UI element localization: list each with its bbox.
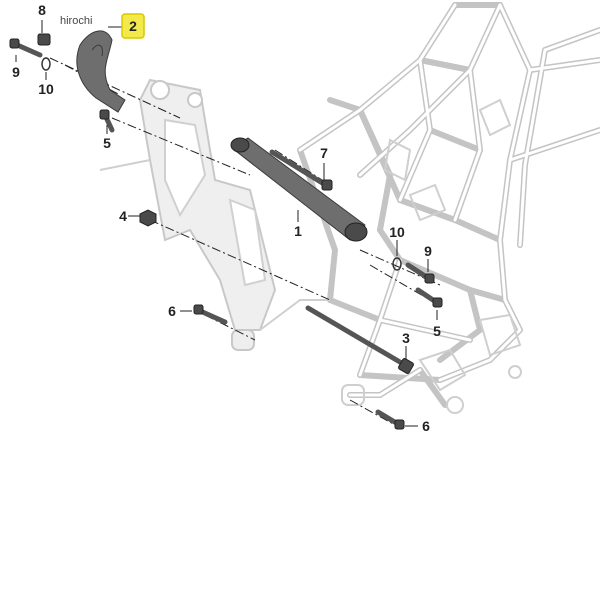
callout-9-upper: 9	[12, 64, 20, 80]
callout-2: 2	[129, 18, 137, 34]
callout-5-upper: 5	[103, 135, 111, 151]
callout-10-lower: 10	[389, 224, 405, 240]
part-5-bolt-lower	[415, 287, 443, 308]
part-5-bolt-upper	[99, 109, 115, 133]
callout-6-left: 6	[168, 303, 176, 319]
part-1-cross-tube	[230, 137, 368, 242]
callout-1: 1	[294, 223, 302, 239]
part-9-bolt-upper	[9, 38, 43, 58]
main-frame	[297, 2, 600, 414]
callout-7: 7	[320, 145, 328, 161]
part-8-nut	[37, 33, 51, 46]
part-10-washer-upper	[41, 57, 51, 71]
callout-6-right: 6	[422, 418, 430, 434]
part-4-nut	[139, 209, 157, 227]
callout-4: 4	[119, 208, 127, 224]
callout-8: 8	[38, 2, 46, 18]
highlight-box	[121, 13, 145, 39]
callout-9-lower: 9	[424, 243, 432, 259]
part-6-bolt-right	[375, 409, 405, 430]
callout-5-lower: 5	[433, 323, 441, 339]
watermark: hirochi	[60, 15, 92, 27]
callout-10-upper: 10	[38, 81, 54, 97]
part-10-washer-lower	[392, 257, 402, 271]
part-6-bolt-left	[193, 304, 228, 325]
part-2-bracket	[76, 30, 126, 113]
part-9-bolt-lower	[405, 262, 435, 284]
part-3-long-bolt	[305, 305, 414, 374]
front-subframe	[99, 78, 330, 351]
part-7-bolt	[269, 149, 333, 191]
callout-3: 3	[402, 330, 410, 346]
leader-lines	[15, 20, 438, 427]
